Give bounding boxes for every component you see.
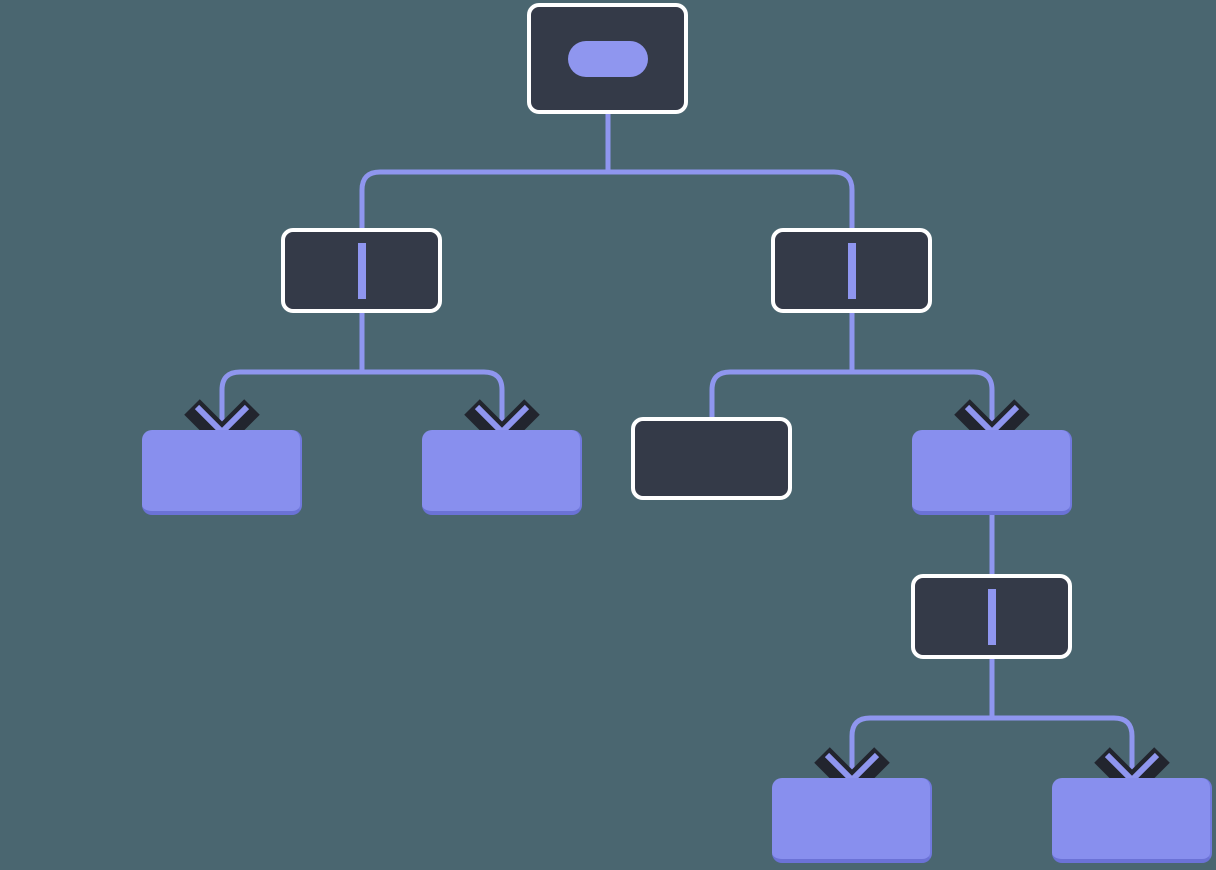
node-leaf-d[interactable]: [1052, 778, 1212, 863]
node-n-empty[interactable]: [631, 417, 792, 500]
node-leaf-c[interactable]: [772, 778, 932, 863]
arrowhead-light-ah-leaf-c: [824, 752, 880, 785]
arrowhead-light-ah-leaf-b: [474, 404, 530, 437]
node-leaf-a[interactable]: [142, 430, 302, 515]
connector-e-right-empty: [709, 330, 855, 424]
node-n-left-bar-marker: [358, 243, 366, 299]
arrowhead-light-ah-branch: [964, 404, 1020, 437]
connector-e-left-a: [219, 330, 365, 440]
node-leaf-b[interactable]: [422, 430, 582, 515]
node-n-right-bar-marker: [848, 243, 856, 299]
node-root-pill-marker: [568, 41, 648, 77]
connector-e-sub-c: [849, 676, 995, 788]
node-n-sub-bar-marker: [988, 589, 996, 645]
arrowhead-light-ah-leaf-a: [194, 404, 250, 437]
arrowhead-light-ah-leaf-d: [1104, 752, 1160, 785]
node-n-branch[interactable]: [912, 430, 1072, 515]
